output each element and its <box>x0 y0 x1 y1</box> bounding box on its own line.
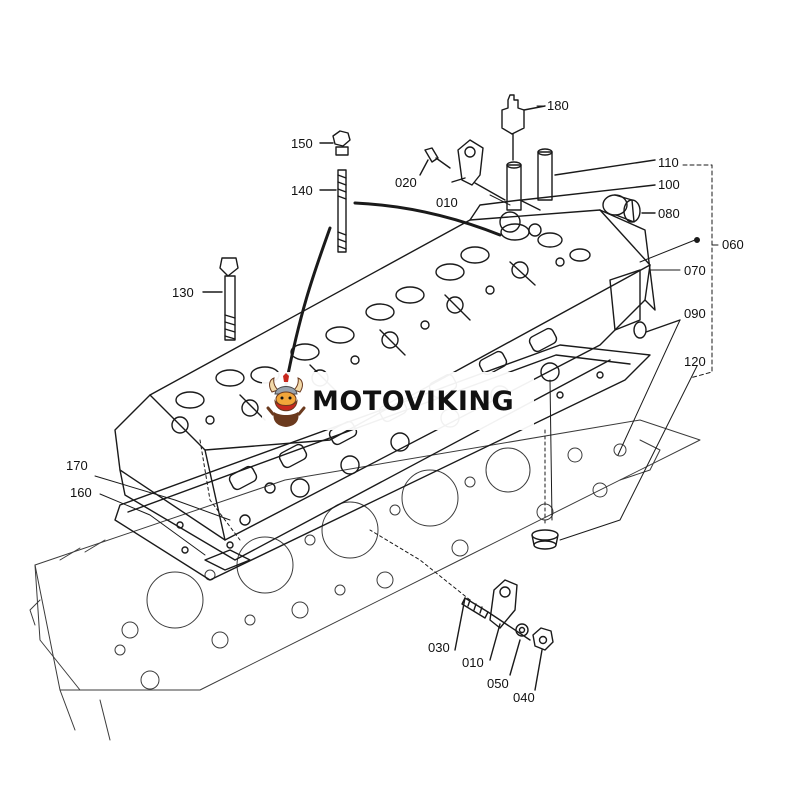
label-030: 030 <box>428 640 450 655</box>
part-150-nut <box>319 130 351 156</box>
part-130-bolt <box>202 257 239 341</box>
bottom-fasteners <box>454 579 554 691</box>
engine-block <box>29 419 701 741</box>
label-010-bottom: 010 <box>462 655 484 670</box>
part-110-100-tubes <box>506 148 656 211</box>
projection-lines <box>199 429 546 601</box>
top-leaders <box>489 105 546 206</box>
label-060: 060 <box>722 237 744 252</box>
head-gasket <box>114 344 651 581</box>
label-110: 110 <box>658 155 679 170</box>
label-140: 140 <box>291 183 313 198</box>
brand-watermark: MOTOVIKING <box>262 372 534 430</box>
label-080: 080 <box>658 206 680 221</box>
part-labels: 180 150 140 130 020 010 110 100 080 060 … <box>66 98 744 705</box>
label-160: 160 <box>70 485 92 500</box>
label-010-top: 010 <box>436 195 458 210</box>
part-120-sleeve <box>531 529 559 550</box>
assembly-leader-lines <box>283 201 502 392</box>
label-050: 050 <box>487 676 509 691</box>
part-010-bracket-top <box>451 139 506 201</box>
label-040: 040 <box>513 690 535 705</box>
label-020: 020 <box>395 175 417 190</box>
label-150: 150 <box>291 136 313 151</box>
label-130: 130 <box>172 285 194 300</box>
cylinder-head <box>114 199 656 561</box>
label-170: 170 <box>66 458 88 473</box>
part-080-plug <box>602 194 656 223</box>
right-callout-bracket <box>549 164 719 541</box>
left-leaders <box>94 475 231 556</box>
label-070: 070 <box>684 263 706 278</box>
viking-mascot-icon <box>266 373 306 427</box>
part-020-bolt <box>419 147 451 176</box>
part-180-fitting <box>501 94 546 161</box>
label-120: 120 <box>684 354 706 369</box>
brand-name: MOTOVIKING <box>312 385 515 417</box>
label-180: 180 <box>547 98 569 113</box>
label-090: 090 <box>684 306 706 321</box>
part-090-plug <box>633 319 681 339</box>
label-100: 100 <box>658 177 680 192</box>
part-140-stud <box>319 169 347 253</box>
